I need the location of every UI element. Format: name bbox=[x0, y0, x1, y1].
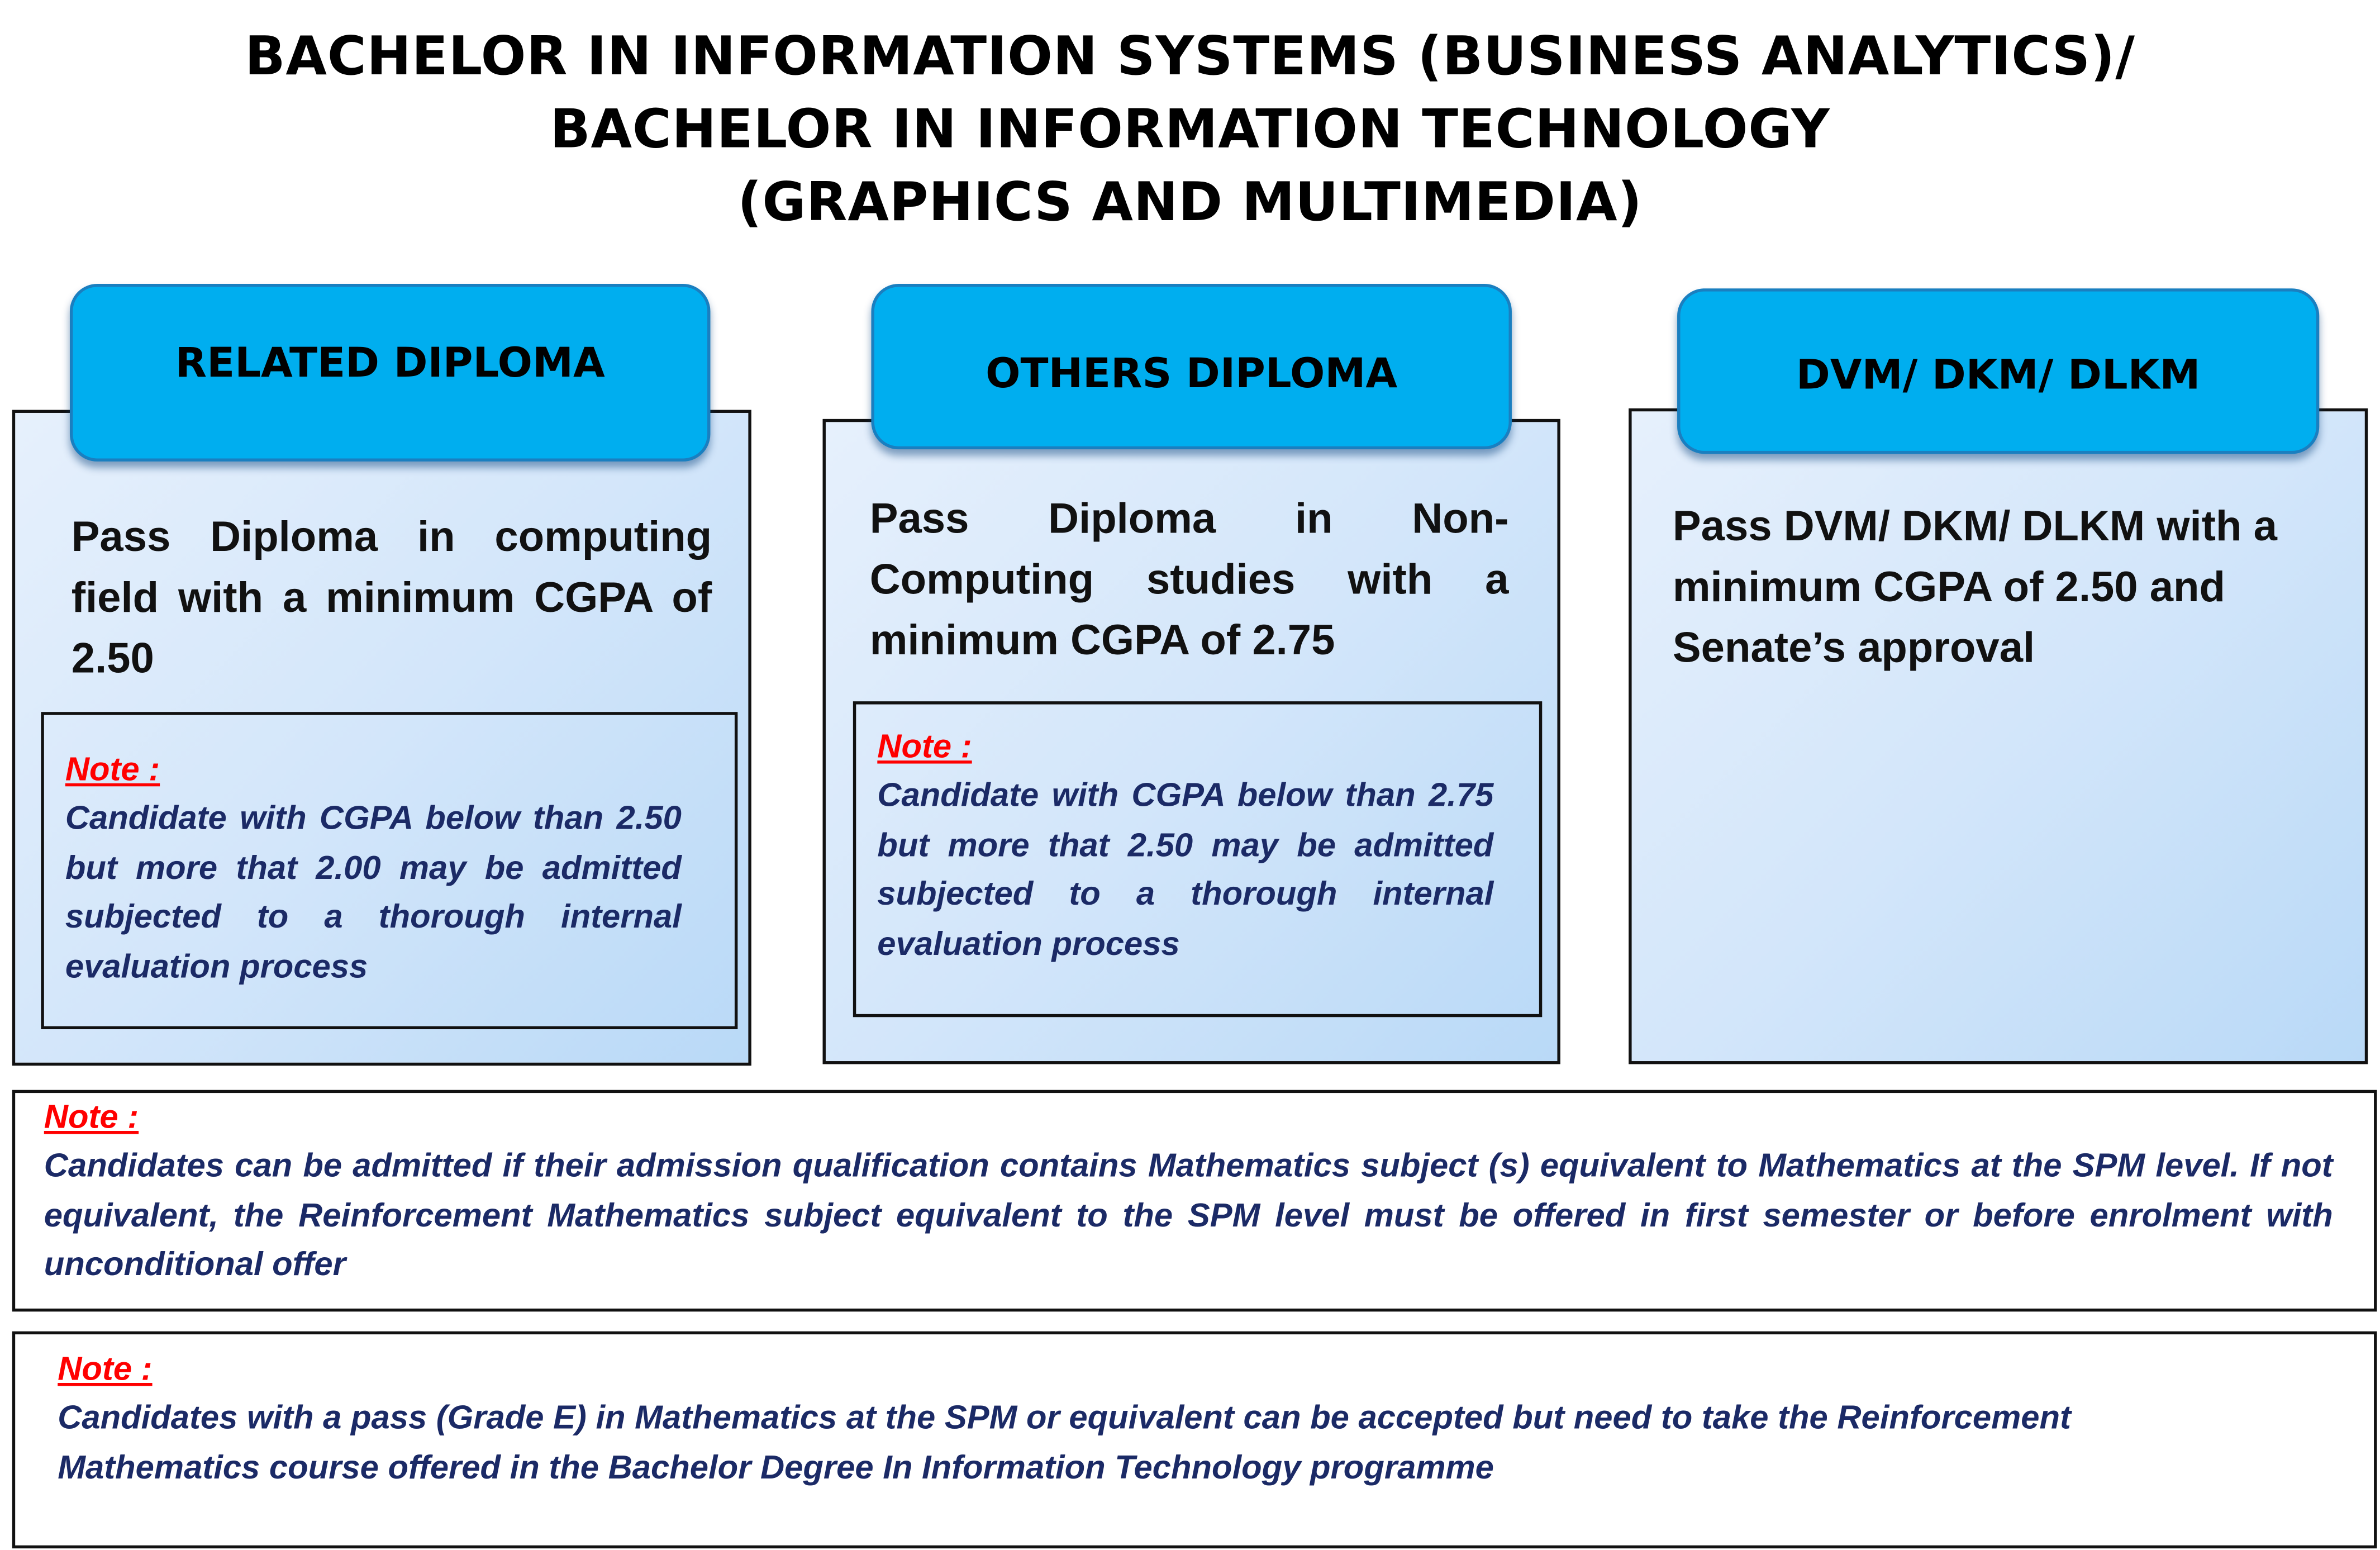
note-label: Note : bbox=[58, 1349, 153, 1388]
note-text: Candidates can be admitted if their admi… bbox=[44, 1146, 2333, 1283]
grade-e-mathematics-note: Note : Candidates with a pass (Grade E) … bbox=[12, 1331, 2377, 1549]
others-diploma-header: OTHERS DIPLOMA bbox=[871, 284, 1512, 450]
note-text: Candidate with CGPA below than 2.75 but … bbox=[877, 776, 1494, 962]
dvm-dkm-dlkm-requirement: Pass DVM/ DKM/ DLKM with a minimum CGPA … bbox=[1672, 502, 2277, 671]
others-diploma-note: Note : Candidate with CGPA below than 2.… bbox=[853, 701, 1543, 1018]
note-label: Note : bbox=[44, 1097, 139, 1136]
related-diploma-note: Note : Candidate with CGPA below than 2.… bbox=[41, 712, 738, 1029]
related-diploma-requirement: Pass Diploma in computing field with a m… bbox=[71, 513, 712, 682]
mathematics-equivalence-note: Note : Candidates can be admitted if the… bbox=[12, 1090, 2377, 1312]
others-diploma-card bbox=[822, 419, 1560, 1064]
note-label: Note : bbox=[877, 727, 972, 766]
note-label: Note : bbox=[65, 750, 160, 788]
dvm-dkm-dlkm-card bbox=[1629, 408, 2368, 1064]
dvm-dkm-dlkm-header: DVM/ DKM/ DLKM bbox=[1677, 288, 2320, 454]
others-diploma-title: OTHERS DIPLOMA bbox=[986, 350, 1398, 398]
title-line-2: BACHELOR IN INFORMATION TECHNOLOGY bbox=[550, 100, 1830, 161]
note-text: Candidates with a pass (Grade E) in Math… bbox=[58, 1398, 2071, 1486]
related-diploma-header: RELATED DIPLOMA bbox=[69, 284, 711, 462]
page-title: BACHELOR IN INFORMATION SYSTEMS (BUSINES… bbox=[0, 21, 2380, 240]
title-line-1: BACHELOR IN INFORMATION SYSTEMS (BUSINES… bbox=[245, 27, 2135, 88]
title-line-3: (GRAPHICS AND MULTIMEDIA) bbox=[737, 173, 1643, 234]
note-text: Candidate with CGPA below than 2.50 but … bbox=[65, 798, 682, 985]
related-diploma-title: RELATED DIPLOMA bbox=[175, 340, 605, 387]
others-diploma-requirement: Pass Diploma in Non-Computing studies wi… bbox=[869, 495, 1509, 664]
dvm-dkm-dlkm-title: DVM/ DKM/ DLKM bbox=[1796, 352, 2201, 400]
related-diploma-card bbox=[12, 410, 751, 1066]
